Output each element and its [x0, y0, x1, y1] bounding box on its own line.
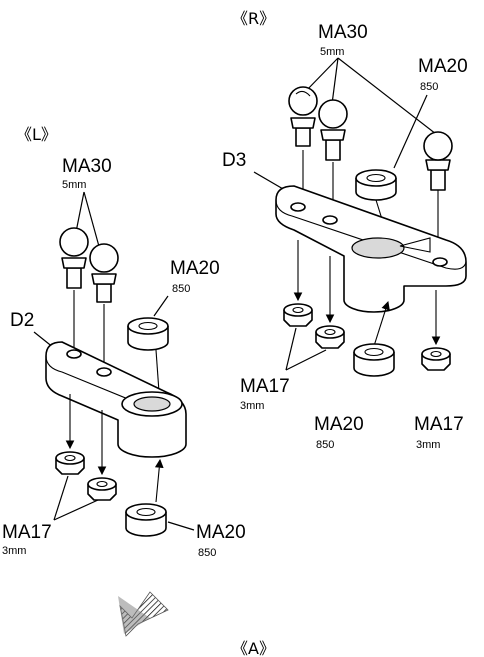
right-nut-size: 3mm: [240, 400, 264, 412]
left-nut-2: [87, 410, 117, 501]
right-ball-stud-1: [288, 86, 318, 196]
left-nut-1: [55, 394, 85, 475]
left-collar-bottom-code: MA20: [196, 522, 246, 543]
left-bottom-leaders: [53, 475, 195, 531]
right-leaders: [253, 57, 437, 194]
right-ball-code: MA30: [318, 22, 368, 43]
left-collar-bottom-qty: 850: [198, 547, 216, 559]
left-ball-stud-2: [89, 243, 119, 370]
right-nut-code: MA17: [240, 376, 290, 397]
left-view-title: 《L》: [16, 125, 57, 144]
right-nut-single-size: 3mm: [416, 439, 440, 451]
right-nut-3: [421, 290, 451, 371]
left-collar-top-qty: 850: [172, 283, 190, 295]
right-ball-size: 5mm: [320, 46, 344, 58]
right-nut-2: [315, 256, 345, 349]
left-nut-size: 3mm: [2, 545, 26, 557]
right-ball-stud-2: [318, 99, 348, 214]
left-collar-top: [127, 317, 169, 408]
left-nut-code: MA17: [2, 522, 52, 543]
left-collar-bottom: [125, 458, 167, 537]
right-collar-bottom-code: MA20: [314, 414, 364, 435]
right-view-title: 《R》: [232, 9, 275, 28]
left-arm: [45, 341, 187, 458]
right-nut-single-code: MA17: [414, 414, 464, 435]
right-arm-label: D3: [222, 150, 246, 171]
right-collar-bottom: [353, 300, 395, 377]
footer-view-title: 《A》: [232, 639, 275, 657]
right-ball-stud-3: [423, 131, 453, 250]
left-ball-size: 5mm: [62, 179, 86, 191]
left-ball-code: MA30: [62, 156, 112, 177]
left-collar-top-code: MA20: [170, 258, 220, 279]
view-direction-arrow-icon: [118, 591, 169, 637]
left-arm-label: D2: [10, 310, 34, 331]
right-collar-top-qty: 850: [420, 81, 438, 93]
right-collar-bottom-qty: 850: [316, 439, 334, 451]
right-bottom-leaders: [285, 327, 327, 371]
right-collar-top-code: MA20: [418, 56, 468, 77]
left-ball-stud-1: [59, 227, 89, 348]
right-nut-1: [283, 240, 313, 327]
right-arm: [275, 185, 467, 313]
